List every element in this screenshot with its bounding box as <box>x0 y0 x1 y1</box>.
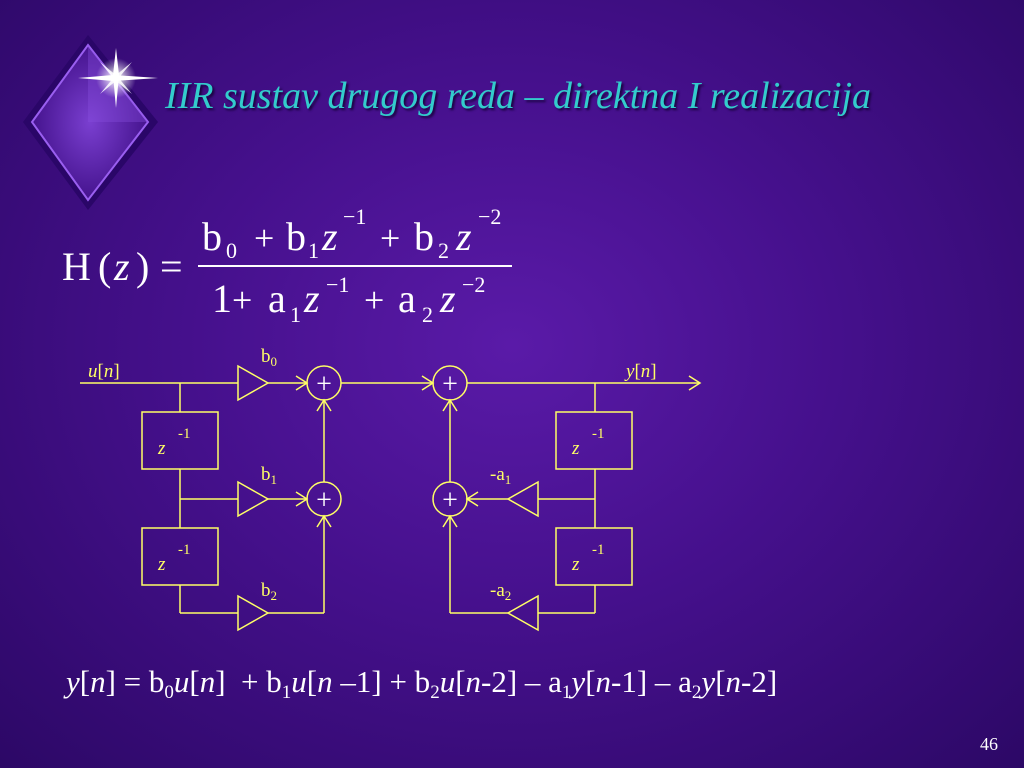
arrow-output <box>688 375 702 391</box>
num-b0-sub: 0 <box>226 238 237 263</box>
adder-plus-2: + <box>316 485 332 516</box>
num-plus-2: + <box>380 218 400 258</box>
adder-plus-4: + <box>442 485 458 516</box>
num-z2: z <box>455 214 472 259</box>
num-z2-exp: −2 <box>478 204 501 229</box>
delay-labels: z -1 z -1 z -1 z -1 <box>157 426 605 575</box>
gain-b2-triangle <box>237 594 270 632</box>
arrow-left-top-up <box>316 398 332 412</box>
num-b2-b: b <box>414 214 434 259</box>
delay-right-2-exp: -1 <box>592 542 605 558</box>
den-z2-exp: −2 <box>462 272 485 297</box>
diamond-star-logo-icon <box>23 35 158 210</box>
delay-box-right-2 <box>555 527 633 586</box>
gain-label-b1: b1 <box>261 464 277 487</box>
delay-left-2-exp: -1 <box>178 542 191 558</box>
den-z1-exp: −1 <box>326 272 349 297</box>
tf-lhs-H: H <box>62 244 91 289</box>
gain-b0-triangle <box>237 364 270 402</box>
input-label: u[n] <box>88 361 120 382</box>
delay-right-1-z: z <box>571 438 580 459</box>
delay-left-1-exp: -1 <box>178 426 191 442</box>
difference-equation: y[n] = b0u[n] + b1u[n –1] + b2u[n-2] – a… <box>66 664 778 703</box>
tf-lhs-close: ) <box>136 244 149 289</box>
signal-labels: u[n] y[n] <box>88 361 657 382</box>
output-label: y[n] <box>624 361 657 382</box>
tf-lhs-z: z <box>113 244 130 289</box>
num-z1: z <box>321 214 338 259</box>
block-diagram <box>80 364 702 632</box>
num-b1-b: b <box>286 214 306 259</box>
den-z2: z <box>439 276 456 321</box>
transfer-function: H ( z ) = b 0 + b 1 z −1 + b 2 z −2 1 + … <box>62 204 512 327</box>
den-a1-sub: 1 <box>290 302 301 327</box>
gain-label-a1: -a1 <box>490 464 511 487</box>
num-b1-sub: 1 <box>308 238 319 263</box>
arrow-right-top-up <box>442 398 458 412</box>
gain-a1-triangle <box>506 480 539 518</box>
delay-left-1-z: z <box>157 438 166 459</box>
delay-right-1-exp: -1 <box>592 426 605 442</box>
delay-box-left-1 <box>141 411 219 470</box>
den-a2-a: a <box>398 276 416 321</box>
arrow-left-bottom-up <box>316 514 332 528</box>
delay-box-left-2 <box>141 527 219 586</box>
den-plus-2: + <box>364 280 384 320</box>
adder-plus-1: + <box>316 369 332 400</box>
num-b0-b: b <box>202 214 222 259</box>
arrow-into-right-adder <box>421 375 435 391</box>
page-number: 46 <box>980 734 998 754</box>
num-b2-sub: 2 <box>438 238 449 263</box>
den-a1-a: a <box>268 276 286 321</box>
arrow-b1-adder <box>295 491 309 507</box>
arrow-right-bottom-up <box>442 514 458 528</box>
den-one: 1 <box>212 276 232 321</box>
den-plus-1: + <box>232 280 252 320</box>
delay-box-right-1 <box>555 411 633 470</box>
gain-label-b0: b0 <box>261 346 277 369</box>
slide-title: IIR sustav drugog reda – direktna I real… <box>165 75 872 117</box>
adder-symbols: + + + + <box>316 369 458 516</box>
gain-label-a2: -a2 <box>490 580 511 603</box>
arrow-a1-adder <box>465 491 479 507</box>
delay-left-2-z: z <box>157 554 166 575</box>
arrow-b0-adder <box>295 375 309 391</box>
num-plus-1: + <box>254 218 274 258</box>
gain-labels: b0 b1 b2 -a1 -a2 <box>261 346 511 603</box>
adder-plus-3: + <box>442 369 458 400</box>
num-z1-exp: −1 <box>343 204 366 229</box>
gain-label-b2: b2 <box>261 580 277 603</box>
tf-lhs-open: ( <box>98 244 111 289</box>
tf-equals: = <box>160 244 183 289</box>
den-z1: z <box>303 276 320 321</box>
gain-a2-triangle <box>506 594 539 632</box>
gain-b1-triangle <box>237 480 270 518</box>
den-a2-sub: 2 <box>422 302 433 327</box>
delay-right-2-z: z <box>571 554 580 575</box>
